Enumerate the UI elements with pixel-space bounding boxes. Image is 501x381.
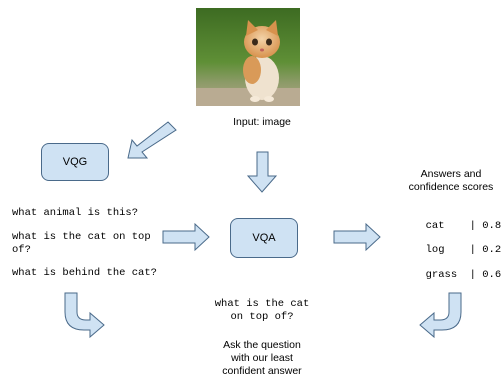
answer-row: grass| 0.6 (425, 269, 501, 281)
arrow-questions-to-vqa (162, 222, 210, 252)
arrow-vqa-to-answers (333, 222, 381, 252)
answer-score: 0.6 (482, 269, 501, 281)
vqa-box: VQA (230, 218, 298, 258)
question-item: what animal is this? (12, 207, 139, 219)
answer-text: grass (425, 269, 458, 281)
arrow-questions-to-selection (64, 292, 105, 339)
answer-text: log (425, 244, 445, 256)
arrow-image-to-vqg (127, 121, 177, 159)
vqg-box: VQG (41, 143, 109, 181)
answer-row: log| 0.2 (425, 244, 501, 256)
input-caption: Input: image (233, 116, 291, 128)
question-item: what is the cat on top of? (12, 231, 151, 256)
answer-text: cat (425, 220, 445, 232)
vqg-label: VQG (62, 156, 88, 168)
vqa-label: VQA (252, 232, 276, 244)
answer-score: 0.8 (482, 220, 501, 232)
arrow-image-to-vqa (246, 151, 278, 193)
arrow-answers-to-selection (419, 292, 462, 339)
answer-score: 0.2 (482, 244, 501, 256)
selection-caption: Ask the question with our least confiden… (222, 339, 302, 377)
selected-question: what is the cat on top of? (214, 298, 310, 323)
answer-row: cat| 0.8 (425, 220, 501, 232)
answers-title: Answers and confidence scores (408, 168, 494, 193)
question-item: what is behind the cat? (12, 267, 157, 279)
